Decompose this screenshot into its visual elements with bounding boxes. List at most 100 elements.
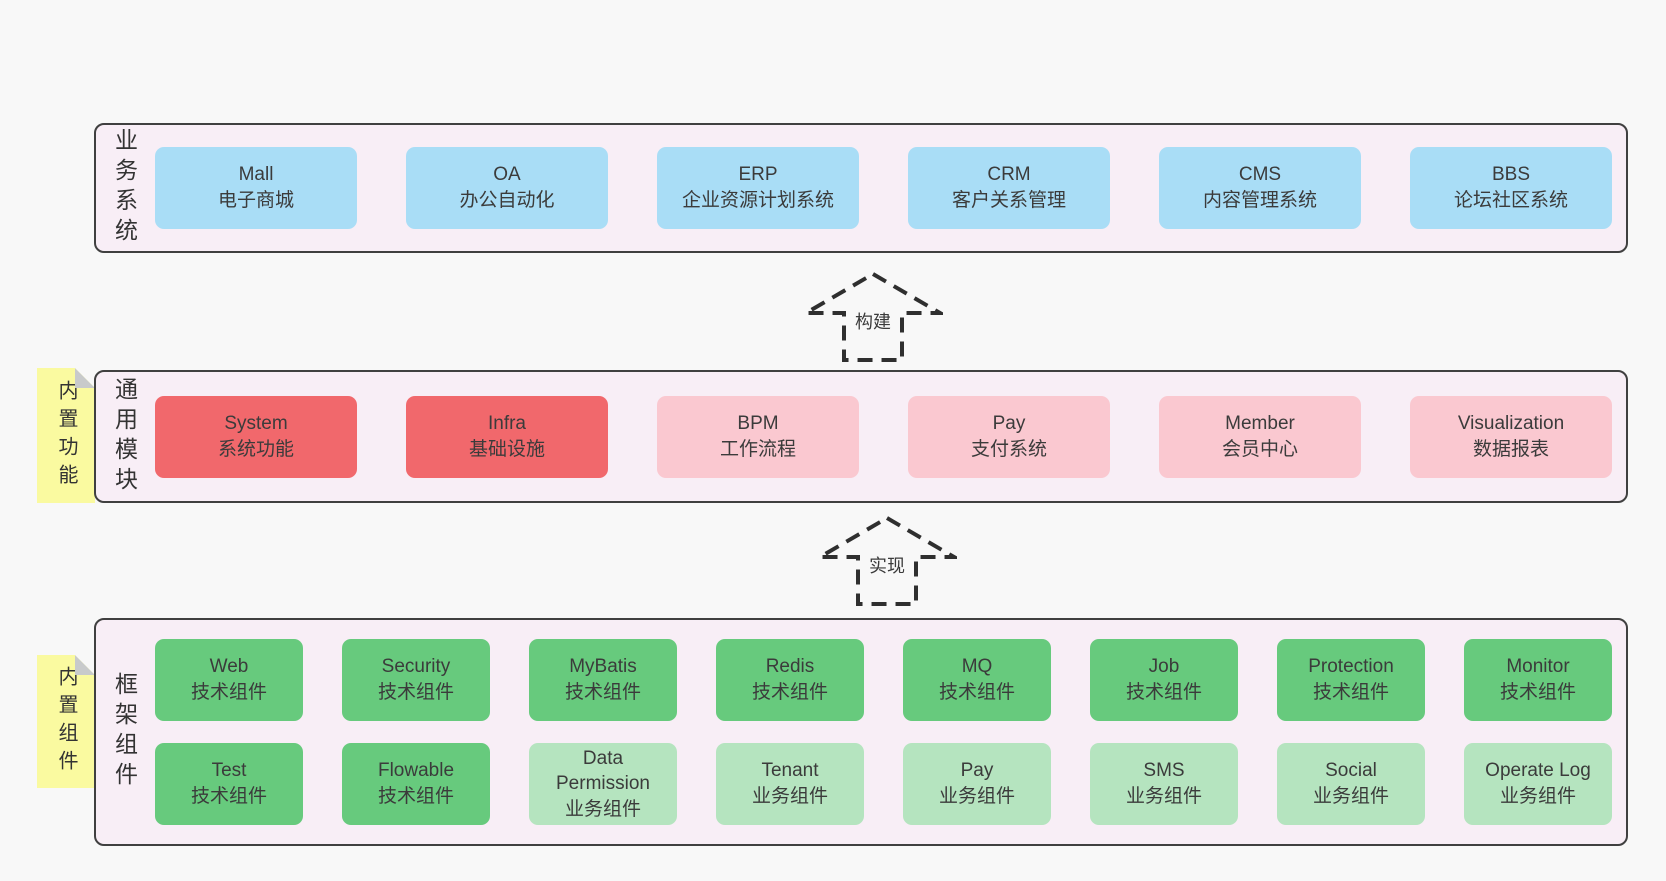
box-subtitle: 技术组件 bbox=[377, 786, 454, 807]
common-modules-band: 通用模块 System 系统功能 Infra 基础设施 BPM 工作流程 Pay… bbox=[94, 370, 1628, 503]
box-title: Redis bbox=[765, 656, 815, 678]
box-title: Visualization bbox=[1457, 412, 1565, 434]
box-title: MyBatis bbox=[569, 656, 637, 678]
box-subtitle: 技术组件 bbox=[377, 682, 454, 703]
box-subtitle: 业务组件 bbox=[938, 786, 1015, 807]
box-subtitle: 内容管理系统 bbox=[1202, 190, 1317, 211]
box-subtitle: 技术组件 bbox=[751, 682, 828, 703]
box-flowable: Flowable 技术组件 bbox=[342, 743, 490, 825]
box-title: Protection bbox=[1308, 656, 1394, 678]
band-label-text: 通用模块 bbox=[111, 376, 138, 497]
band-label-text: 业务系统 bbox=[111, 128, 138, 248]
box-subtitle: 客户关系管理 bbox=[951, 190, 1066, 211]
box-title: Tenant bbox=[761, 760, 819, 782]
box-subtitle: 办公自动化 bbox=[459, 190, 555, 211]
box-data-permission: Data Permission 业务组件 bbox=[529, 743, 677, 825]
box-security: Security 技术组件 bbox=[342, 639, 490, 721]
box-subtitle: 系统功能 bbox=[217, 438, 294, 460]
box-bbs: BBS 论坛社区系统 bbox=[1410, 147, 1612, 229]
box-web: Web 技术组件 bbox=[155, 639, 303, 721]
box-subtitle: 基础设施 bbox=[468, 438, 545, 460]
box-title: ERP bbox=[738, 164, 778, 186]
band-label-framework-components: 框架组件 bbox=[96, 620, 152, 844]
box-cms: CMS 内容管理系统 bbox=[1159, 147, 1361, 229]
box-protection: Protection 技术组件 bbox=[1277, 639, 1425, 721]
arrow-build: 构建 bbox=[803, 271, 943, 363]
box-erp: ERP 企业资源计划系统 bbox=[657, 147, 859, 229]
box-subtitle: 数据报表 bbox=[1472, 438, 1549, 460]
box-title: Security bbox=[381, 656, 451, 678]
box-title: OA bbox=[493, 164, 521, 186]
box-infra: Infra 基础设施 bbox=[406, 395, 608, 478]
box-mall: Mall 电子商城 bbox=[155, 147, 357, 229]
box-pay-component: Pay 业务组件 bbox=[903, 743, 1051, 825]
box-title: Monitor bbox=[1506, 656, 1570, 678]
arrow-implement-label: 实现 bbox=[866, 551, 908, 579]
box-redis: Redis 技术组件 bbox=[716, 639, 864, 721]
box-subtitle: 技术组件 bbox=[564, 682, 641, 703]
sticky-note-builtin-components: 内置组件 bbox=[37, 655, 95, 788]
common-modules-boxes: System 系统功能 Infra 基础设施 BPM 工作流程 Pay 支付系统… bbox=[152, 372, 1626, 501]
box-title: Pay bbox=[960, 760, 994, 782]
box-subtitle: 技术组件 bbox=[1312, 682, 1389, 703]
box-title: Test bbox=[211, 760, 247, 782]
box-title: BBS bbox=[1491, 164, 1531, 186]
box-operate-log: Operate Log 业务组件 bbox=[1464, 743, 1612, 825]
box-title: Operate Log bbox=[1485, 760, 1591, 782]
arrow-build-label: 构建 bbox=[852, 307, 894, 335]
box-oa: OA 办公自动化 bbox=[406, 147, 608, 229]
box-subtitle: 业务组件 bbox=[1125, 786, 1202, 807]
box-title: System bbox=[224, 412, 288, 434]
box-job: Job 技术组件 bbox=[1090, 639, 1238, 721]
box-mq: MQ 技术组件 bbox=[903, 639, 1051, 721]
box-title: BPM bbox=[737, 412, 779, 434]
box-subtitle: 业务组件 bbox=[751, 786, 828, 807]
box-subtitle: 工作流程 bbox=[719, 438, 796, 460]
sticky-note-text: 内置组件 bbox=[55, 665, 77, 778]
box-subtitle: 技术组件 bbox=[190, 682, 267, 703]
box-test: Test 技术组件 bbox=[155, 743, 303, 825]
box-subtitle: 业务组件 bbox=[1499, 786, 1576, 807]
box-subtitle: 支付系统 bbox=[970, 438, 1047, 460]
box-mybatis: MyBatis 技术组件 bbox=[529, 639, 677, 721]
box-subtitle: 会员中心 bbox=[1221, 438, 1298, 460]
box-social: Social 业务组件 bbox=[1277, 743, 1425, 825]
box-subtitle: 企业资源计划系统 bbox=[681, 190, 834, 211]
box-subtitle: 业务组件 bbox=[564, 798, 641, 820]
box-bpm: BPM 工作流程 bbox=[657, 395, 859, 478]
box-subtitle: 技术组件 bbox=[938, 682, 1015, 703]
business-systems-band: 业务系统 Mall 电子商城 OA 办公自动化 ERP 企业资源计划系统 CRM… bbox=[94, 123, 1628, 253]
framework-components-band: 框架组件 Web 技术组件 Security 技术组件 MyBatis 技术组件… bbox=[94, 618, 1628, 846]
box-subtitle: 论坛社区系统 bbox=[1453, 190, 1568, 211]
band-label-text: 框架组件 bbox=[111, 672, 138, 792]
framework-row-2: Test 技术组件 Flowable 技术组件 Data Permission … bbox=[155, 743, 1612, 825]
box-title: Pay bbox=[992, 412, 1026, 434]
box-title: MQ bbox=[961, 656, 993, 678]
framework-components-rows: Web 技术组件 Security 技术组件 MyBatis 技术组件 Redi… bbox=[152, 620, 1626, 844]
box-title: Mall bbox=[238, 164, 274, 186]
folded-corner-icon bbox=[75, 655, 95, 675]
box-pay-system: Pay 支付系统 bbox=[908, 395, 1110, 478]
dashed-up-arrow-icon bbox=[803, 271, 943, 362]
box-title: CMS bbox=[1238, 164, 1282, 186]
business-systems-boxes: Mall 电子商城 OA 办公自动化 ERP 企业资源计划系统 CRM 客户关系… bbox=[152, 125, 1626, 251]
folded-corner-icon bbox=[75, 368, 95, 388]
box-tenant: Tenant 业务组件 bbox=[716, 743, 864, 825]
band-label-common-modules: 通用模块 bbox=[96, 372, 152, 501]
box-title: Member bbox=[1225, 412, 1295, 434]
sticky-note-builtin-features: 内置功能 bbox=[37, 368, 95, 503]
box-title: CRM bbox=[987, 164, 1031, 186]
box-title: Infra bbox=[487, 412, 527, 434]
box-title: Web bbox=[209, 656, 249, 678]
band-label-business-systems: 业务系统 bbox=[96, 125, 152, 251]
box-crm: CRM 客户关系管理 bbox=[908, 147, 1110, 229]
box-subtitle: 技术组件 bbox=[190, 786, 267, 807]
framework-row-1: Web 技术组件 Security 技术组件 MyBatis 技术组件 Redi… bbox=[155, 639, 1612, 721]
box-subtitle: 技术组件 bbox=[1125, 682, 1202, 703]
box-title: Job bbox=[1148, 656, 1180, 678]
box-title: SMS bbox=[1143, 760, 1185, 782]
box-title: Data Permission bbox=[556, 747, 650, 795]
box-subtitle: 技术组件 bbox=[1499, 682, 1576, 703]
box-system: System 系统功能 bbox=[155, 395, 357, 478]
box-subtitle: 业务组件 bbox=[1312, 786, 1389, 807]
